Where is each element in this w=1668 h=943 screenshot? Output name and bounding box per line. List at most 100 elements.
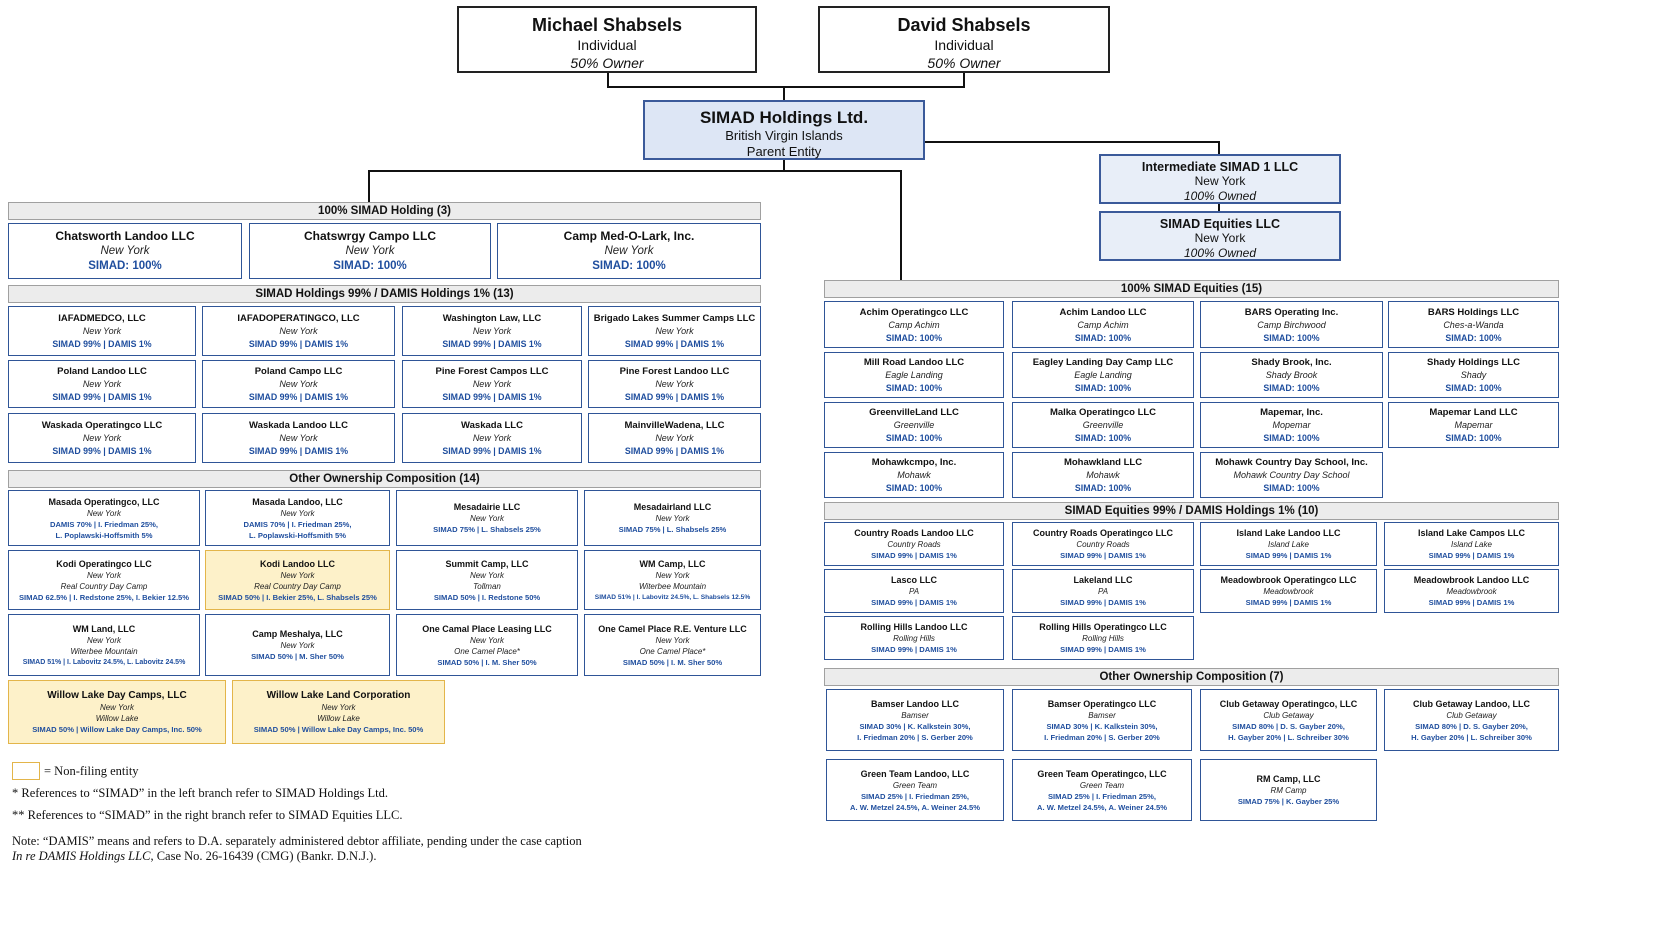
entity-name: BARS Operating Inc.	[1244, 306, 1339, 318]
entity-name: Mesadairie LLC	[453, 502, 521, 512]
entity-box-rolling-hills-operatingco: Rolling Hills Operatingco LLC Rolling Hi…	[1012, 616, 1194, 660]
intermediate-location: New York	[1194, 174, 1246, 188]
entity-box-country-roads-operatingco: Country Roads Operatingco LLC Country Ro…	[1012, 522, 1194, 566]
entity-ownership: SIMAD 99% | DAMIS 1%	[248, 392, 349, 402]
entity-ownership: SIMAD 80% | D. S. Gayber 20%,	[1415, 721, 1528, 731]
entity-location: New York	[279, 433, 318, 443]
entity-ownership: SIMAD: 100%	[1074, 483, 1132, 493]
entity-location: New York	[655, 514, 690, 523]
entity-name: Mill Road Landoo LLC	[863, 357, 965, 368]
entity-ownership: SIMAD 51% | I. Labovitz 24.5%, L. Labovi…	[22, 658, 186, 666]
entity-location: New York	[82, 379, 122, 389]
entity-box-washington-law: Washington Law, LLC New York SIMAD 99% |…	[402, 306, 582, 356]
owner-box-michael-shabsels: Michael Shabsels Individual 50% Owner	[457, 6, 757, 73]
entity-box-shady-holdings: Shady Holdings LLC Shady SIMAD: 100%	[1388, 352, 1559, 398]
entity-location: RM Camp	[1270, 786, 1307, 795]
entity-location: New York	[280, 641, 315, 650]
entity-name: BARS Holdings LLC	[1427, 306, 1520, 318]
entity-box-wm-camp: WM Camp, LLC New York Witerbee Mountain …	[584, 550, 761, 610]
entity-location: PA	[1097, 587, 1109, 596]
entity-box-poland-landoo: Poland Landoo LLC New York SIMAD 99% | D…	[8, 360, 196, 408]
entity-location: Bamser	[1088, 710, 1116, 720]
entity-ownership: SIMAD 50% | M. Sher 50%	[251, 652, 344, 661]
section-header-right-99: SIMAD Equities 99% / DAMIS Holdings 1% (…	[824, 502, 1559, 520]
entity-box-achim-operatingco: Achim Operatingco LLC Camp Achim SIMAD: …	[824, 301, 1004, 348]
owner-name: Michael Shabsels	[531, 15, 683, 35]
entity-location: New York	[279, 379, 318, 389]
entity-location: New York	[321, 702, 356, 712]
entity-location: Bamser	[901, 710, 929, 720]
entity-ownership-2: I. Friedman 20% | S. Gerber 20%	[1044, 732, 1160, 742]
entity-name: One Camal Place Leasing LLC	[422, 623, 552, 634]
entity-box-meadowbrook-landoo: Meadowbrook Landoo LLC Meadowbrook SIMAD…	[1384, 569, 1559, 613]
entity-location: Green Team	[1079, 780, 1125, 790]
entity-location: Ches-a-Wanda	[1443, 319, 1504, 330]
entity-ownership-2: A. W. Metzel 24.5%, A. Weiner 24.5%	[1037, 802, 1167, 812]
entity-camp: Willow Lake	[317, 713, 360, 723]
entity-ownership: SIMAD 80% | D. S. Gayber 20%,	[1232, 721, 1345, 731]
entity-name: Bamser Operatingco LLC	[1047, 698, 1157, 709]
entity-ownership: SIMAD 99% | DAMIS 1%	[52, 446, 152, 456]
connector-line	[925, 141, 1220, 143]
entity-name: Chatswrgy Campo LLC	[303, 228, 436, 243]
entity-name: WM Camp, LLC	[639, 558, 706, 569]
entity-name: Club Getaway Landoo, LLC	[1412, 698, 1530, 709]
entity-ownership: SIMAD: 100%	[333, 259, 407, 272]
entity-name: Green Team Landoo, LLC	[860, 768, 970, 779]
legend-label: = Non-filing entity	[44, 764, 139, 778]
footnote-right-branch: ** References to “SIMAD” in the right br…	[12, 808, 403, 822]
entity-location: New York	[86, 570, 122, 580]
entity-location: Camp Birchwood	[1257, 319, 1326, 330]
entity-location: Camp Achim	[1077, 319, 1129, 330]
entity-box-shady-brook: Shady Brook, Inc. Shady Brook SIMAD: 100…	[1200, 352, 1383, 398]
entity-ownership: SIMAD: 100%	[1263, 433, 1320, 443]
entity-box-summit-camp: Summit Camp, LLC New York Tollman SIMAD …	[396, 550, 578, 610]
entity-name: Masada Operatingco, LLC	[48, 496, 160, 507]
entity-name: Club Getaway Operatingco, LLC	[1219, 698, 1358, 709]
entity-ownership-2: L. Poplawski-Hoffsmith 5%	[248, 530, 347, 540]
owner-box-david-shabsels: David Shabsels Individual 50% Owner	[818, 6, 1110, 73]
entity-location: Mohawk	[1086, 470, 1120, 480]
entity-location: New York	[472, 433, 512, 443]
entity-ownership: SIMAD: 100%	[885, 483, 943, 493]
entity-location: Meadowbrook	[1263, 587, 1314, 596]
entity-box-brigado-lakes: Brigado Lakes Summer Camps LLC New York …	[588, 306, 761, 356]
entity-location: New York	[469, 635, 505, 645]
entity-box-rm-camp: RM Camp, LLC RM Camp SIMAD 75% | K. Gayb…	[1200, 759, 1377, 821]
entity-name: Rolling Hills Landoo LLC	[860, 622, 968, 632]
entity-name: RM Camp, LLC	[1256, 774, 1321, 784]
entity-name: Waskada Landoo LLC	[249, 420, 348, 431]
entity-box-camp-meshalya: Camp Meshalya, LLC New York SIMAD 50% | …	[205, 614, 390, 676]
connector-line	[783, 86, 785, 100]
entity-name: Poland Campo LLC	[254, 366, 343, 377]
entity-name: Waskada Operatingco LLC	[41, 420, 163, 431]
entity-ownership: SIMAD 99% | DAMIS 1%	[871, 645, 957, 654]
entity-box-achim-landoo: Achim Landoo LLC Camp Achim SIMAD: 100%	[1012, 301, 1194, 348]
entity-ownership: SIMAD 75% | L. Shabsels 25%	[433, 525, 541, 534]
entity-ownership: SIMAD 50% | I. Redstone 50%	[433, 592, 541, 602]
entity-location: New York	[86, 635, 122, 645]
entity-name: IAFADMEDCO, LLC	[58, 313, 146, 324]
entity-box-waskada-landoo: Waskada Landoo LLC New York SIMAD 99% | …	[202, 413, 395, 463]
entity-ownership: SIMAD: 100%	[1445, 332, 1502, 343]
entity-ownership: SIMAD: 100%	[1445, 383, 1502, 393]
entity-ownership: SIMAD 50% | I. Bekier 25%, L. Shabsels 2…	[218, 592, 377, 602]
entity-box-pine-forest-campos: Pine Forest Campos LLC New York SIMAD 99…	[402, 360, 582, 408]
entity-camp: One Camel Place*	[454, 646, 520, 656]
entity-ownership: SIMAD 75% | K. Gayber 25%	[1237, 797, 1340, 806]
entity-name: Country Roads Landoo LLC	[854, 528, 974, 538]
section-header-right-other: Other Ownership Composition (7)	[824, 668, 1559, 686]
entity-box-mainvillewadena: MainvilleWadena, LLC New York SIMAD 99% …	[588, 413, 761, 463]
entity-location: Greenville	[893, 420, 935, 430]
entity-ownership: SIMAD 75% | L. Shabsels 25%	[618, 525, 727, 534]
entity-name: Mohawkcmpo, Inc.	[871, 457, 957, 468]
entity-name: Kodi Landoo LLC	[260, 558, 335, 569]
entity-box-malka-operatingco: Malka Operatingco LLC Greenville SIMAD: …	[1012, 402, 1194, 448]
entity-name: Brigado Lakes Summer Camps LLC	[593, 313, 756, 324]
entity-name: Willow Lake Land Corporation	[266, 689, 411, 701]
entity-box-wm-land: WM Land, LLC New York Witerbee Mountain …	[8, 614, 200, 676]
entity-location: New York	[279, 326, 318, 336]
entity-box-masada-landoo: Masada Landoo, LLC New York DAMIS 70% | …	[205, 490, 390, 546]
entity-ownership: SIMAD 99% | DAMIS 1%	[1428, 598, 1515, 607]
legend-swatch-nonfiling	[12, 762, 40, 780]
